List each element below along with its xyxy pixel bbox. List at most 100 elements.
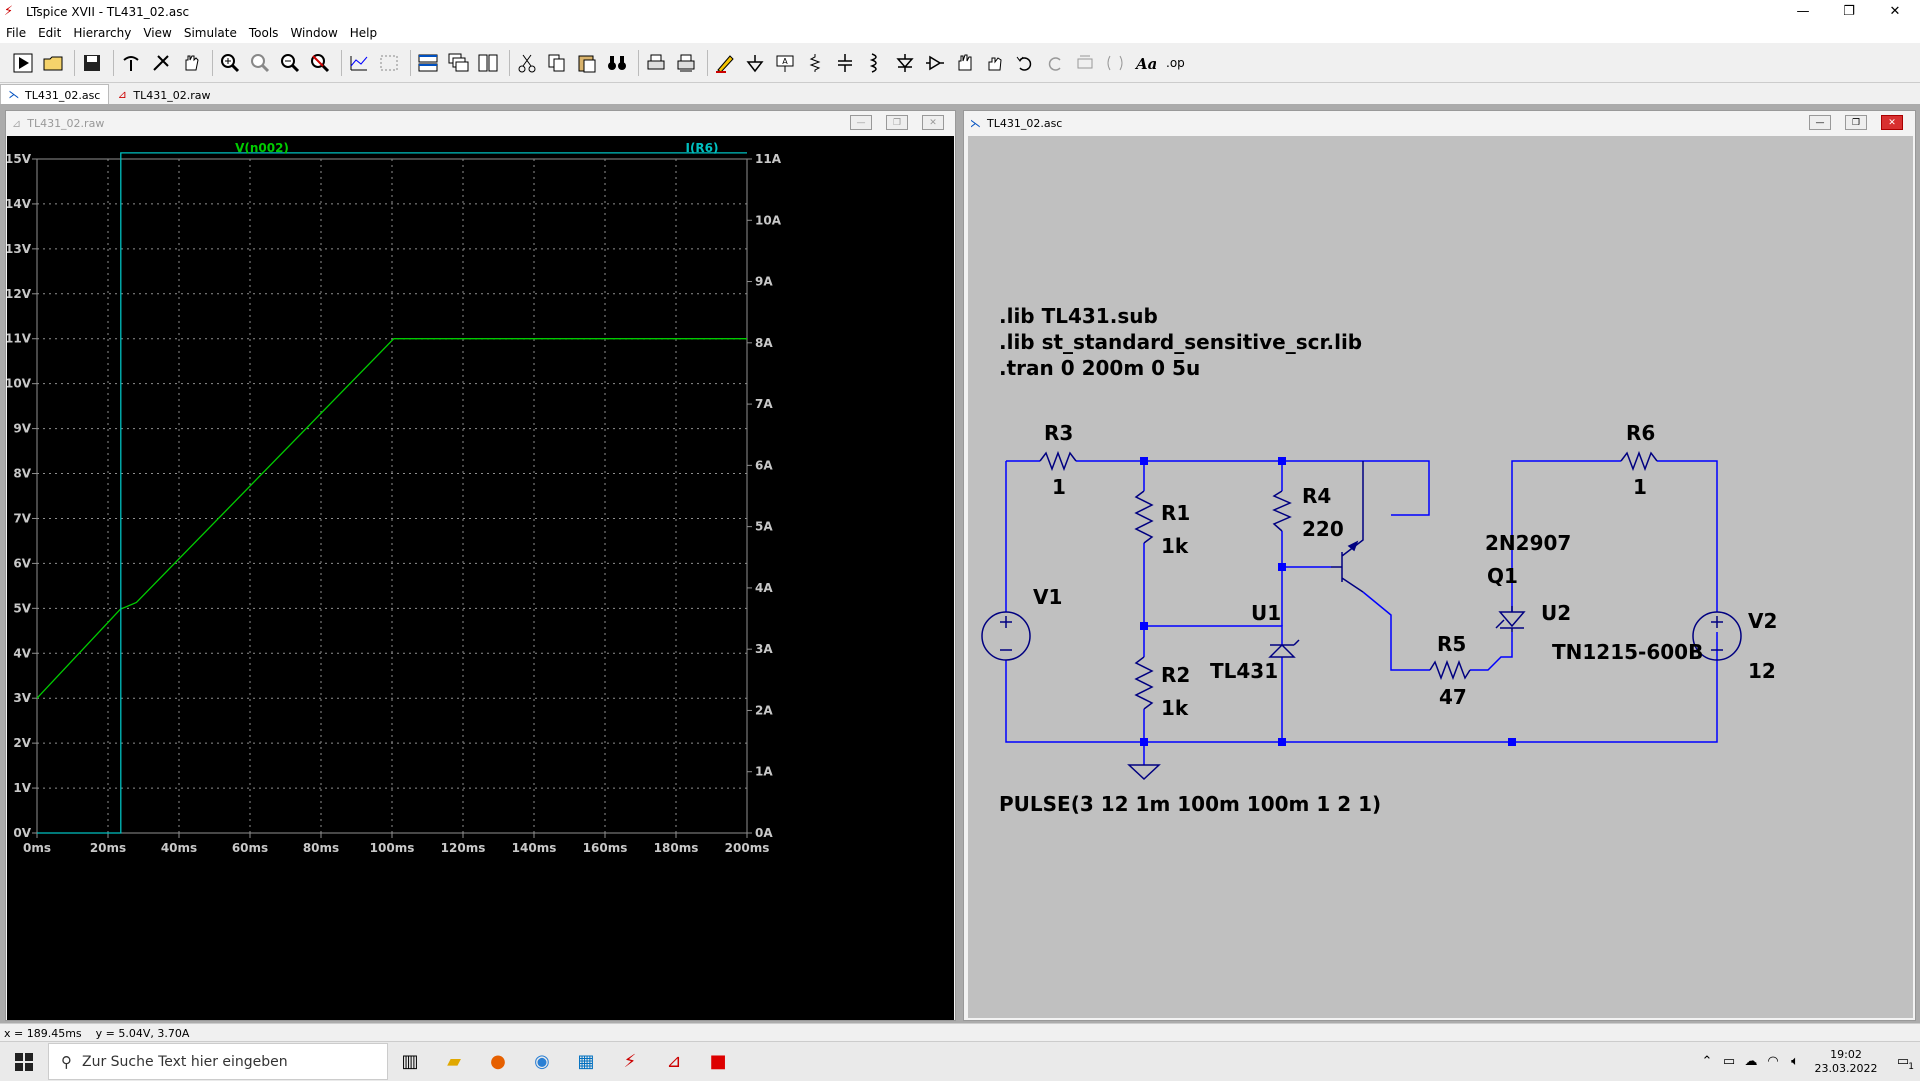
label-u2-model[interactable]: TN1215-600B [1552,640,1703,664]
label-r1-ref[interactable]: R1 [1161,501,1190,525]
voltage-source-v1[interactable] [981,611,1031,661]
label-v2-ref[interactable]: V2 [1748,609,1777,633]
find-binoculars-icon[interactable] [604,50,630,76]
control-panel-icon[interactable] [118,50,144,76]
acrobat-icon[interactable]: ■ [709,1051,727,1072]
resistor-r2[interactable] [1134,656,1154,710]
cut-icon[interactable] [514,50,540,76]
capacitor-icon[interactable] [832,50,858,76]
zoom-out-icon[interactable] [277,50,303,76]
component-icon[interactable] [922,50,948,76]
trace-ir6[interactable] [37,152,747,834]
calculator-icon[interactable]: ▦ [577,1051,595,1072]
label-r3-ref[interactable]: R3 [1044,421,1073,445]
trace-label-vn002[interactable]: V(n002) [235,141,289,155]
menu-tools[interactable]: Tools [248,26,279,40]
drag-hand-icon[interactable] [982,50,1008,76]
zoom-in-icon[interactable] [217,50,243,76]
zoom-fit-icon[interactable] [247,50,273,76]
menu-window[interactable]: Window [290,26,338,40]
taskbar-search-box[interactable]: ⚲ Zur Suche Text hier eingeben [48,1043,388,1080]
open-folder-icon[interactable] [40,50,66,76]
label-pulse-source[interactable]: PULSE(3 12 1m 100m 100m 1 2 1) [999,792,1381,816]
schematic-restore-button[interactable]: ❐ [1845,115,1867,130]
label-r4-value[interactable]: 220 [1302,517,1344,541]
tab-waveform[interactable]: ⊿ TL431_02.raw [109,85,218,105]
label-q1-model[interactable]: 2N2907 [1485,531,1571,555]
save-icon[interactable] [79,50,105,76]
close-button[interactable]: ✕ [1889,4,1901,19]
ltspice-taskbar-icon[interactable]: ⚡ [623,1051,637,1072]
draw-wire-pencil-icon[interactable] [712,50,738,76]
copy-icon[interactable] [544,50,570,76]
minimize-button[interactable]: — [1796,4,1810,19]
trace-label-ir6[interactable]: I(R6) [685,141,718,155]
voltage-source-v2[interactable] [1692,611,1742,661]
ground-icon[interactable] [742,50,768,76]
label-u2-ref[interactable]: U2 [1541,601,1571,625]
schematic-close-button[interactable]: ✕ [1881,115,1903,130]
label-q1-ref[interactable]: Q1 [1487,564,1518,588]
notification-icon[interactable]: ▭1 [1896,1054,1914,1072]
wires[interactable] [1005,460,1718,765]
label-r5-ref[interactable]: R5 [1437,632,1466,656]
menu-edit[interactable]: Edit [38,26,62,40]
directive-lib-tl431[interactable]: .lib TL431.sub [999,304,1158,328]
autorange-icon[interactable] [346,50,372,76]
label-r5-value[interactable]: 47 [1439,685,1467,709]
task-view-icon[interactable]: ▥ [401,1051,419,1072]
tile-horizontal-icon[interactable] [415,50,441,76]
print-icon[interactable] [643,50,669,76]
resistor-r3[interactable] [1039,450,1077,472]
schematic-minimize-button[interactable]: — [1809,115,1831,130]
halt-icon[interactable] [148,50,174,76]
label-v1-ref[interactable]: V1 [1033,585,1062,609]
plot-restore-button[interactable]: ❐ [886,115,908,130]
transistor-q1[interactable] [1331,461,1364,593]
file-explorer-icon[interactable]: ▰ [447,1051,461,1072]
label-u1-model[interactable]: TL431 [1210,659,1278,683]
inductor-icon[interactable] [862,50,888,76]
print-setup-icon[interactable] [673,50,699,76]
menu-file[interactable]: File [6,26,27,40]
pan-hand-icon[interactable] [178,50,204,76]
label-net-icon[interactable]: A [772,50,798,76]
waveform-app-icon[interactable]: ⊿ [666,1051,682,1072]
wifi-icon[interactable]: ◠ [1767,1054,1779,1069]
resistor-icon[interactable] [802,50,828,76]
menu-simulate[interactable]: Simulate [183,26,237,40]
trace-vn002[interactable] [36,338,747,699]
paste-icon[interactable] [574,50,600,76]
label-r4-ref[interactable]: R4 [1302,484,1331,508]
schematic-canvas[interactable]: .lib TL431.sub .lib st_standard_sensitiv… [968,136,1913,1018]
menu-view[interactable]: View [143,26,172,40]
label-r1-value[interactable]: 1k [1161,534,1189,558]
menu-hierarchy[interactable]: Hierarchy [73,26,132,40]
cloud-icon[interactable]: ☁ [1744,1054,1758,1069]
device-icon[interactable]: ▭ [1722,1054,1736,1069]
menu-help[interactable]: Help [349,26,378,40]
label-r3-value[interactable]: 1 [1052,475,1066,499]
windows-start-icon[interactable] [0,1042,48,1081]
mirror-icon[interactable] [1102,50,1128,76]
label-v2-value[interactable]: 12 [1748,659,1776,683]
label-r6-ref[interactable]: R6 [1626,421,1655,445]
text-icon[interactable]: Aa [1132,50,1158,76]
resistor-r1[interactable] [1134,490,1154,544]
zoom-cancel-icon[interactable] [307,50,333,76]
rotate-icon[interactable] [1072,50,1098,76]
diode-icon[interactable] [892,50,918,76]
plot-minimize-button[interactable]: — [850,115,872,130]
shunt-regulator-u1[interactable] [1268,639,1300,658]
chevron-up-icon[interactable]: ⌃ [1701,1054,1713,1069]
restore-button[interactable]: ❐ [1843,4,1855,19]
resistor-r4[interactable] [1272,490,1292,532]
manual-range-icon[interactable] [376,50,402,76]
move-hand-icon[interactable] [952,50,978,76]
directive-lib-scr[interactable]: .lib st_standard_sensitive_scr.lib [999,330,1362,354]
label-r2-value[interactable]: 1k [1161,696,1189,720]
resistor-r5[interactable] [1429,659,1471,681]
label-r6-value[interactable]: 1 [1633,475,1647,499]
clock[interactable]: 19:02 23.03.2022 [1806,1048,1886,1076]
